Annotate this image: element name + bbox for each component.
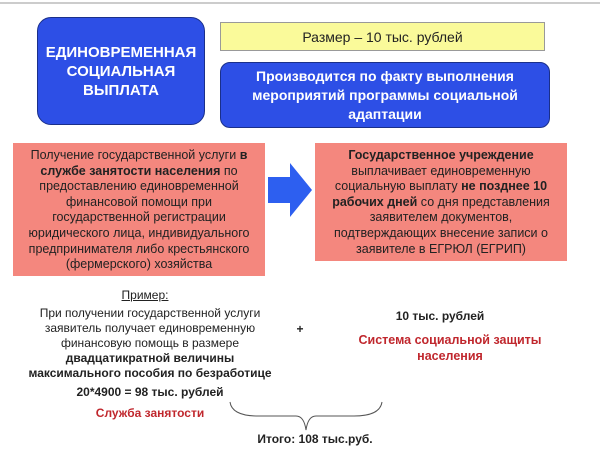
- bold-text: Государственное учреждение: [348, 148, 534, 162]
- second-source: Система социальной защиты населения: [358, 333, 542, 363]
- example-heading: Пример:: [121, 288, 169, 302]
- text: выплачивает единовременную социальную вы…: [334, 163, 531, 194]
- example-calc: 20*4900 = 98 тыс. рублей: [76, 385, 224, 399]
- title-box: ЕДИНОВРЕМЕННАЯ СОЦИАЛЬНАЯ ВЫПЛАТА: [37, 17, 205, 125]
- right-arrow-icon: [268, 163, 312, 217]
- bold-text: в службе занятости населения: [40, 148, 248, 178]
- second-amount: 10 тыс. рублей: [395, 309, 485, 323]
- total: Итого: 108 тыс.руб.: [257, 432, 373, 446]
- plus-sign: +: [296, 322, 304, 336]
- size-box: Размер – 10 тыс. рублей: [220, 22, 545, 51]
- text: При получении государственной услуги зая…: [39, 306, 261, 350]
- size-label: Размер – 10 тыс. рублей: [302, 28, 463, 45]
- bold-text: не позднее 10 рабочих дней: [332, 179, 548, 209]
- bold-text: двадцатикратной величины максимального п…: [28, 351, 272, 380]
- employment-service-box: Получение государственной услуги в служб…: [13, 143, 265, 276]
- text: Получение государственной услуги: [30, 148, 240, 162]
- text: по предоставлению единовременной финансо…: [28, 163, 250, 272]
- curly-brace: [229, 401, 383, 431]
- condition-box: Производится по факту выполнения меропри…: [220, 62, 550, 128]
- state-institution-box: Государственное учреждение выплачивает е…: [315, 143, 567, 261]
- text: со дня представления заявителем документ…: [334, 194, 550, 256]
- top-divider: [0, 2, 600, 4]
- condition: Производится по факту выполнения меропри…: [252, 67, 518, 122]
- example-source: Служба занятости: [95, 406, 205, 420]
- title: ЕДИНОВРЕМЕННАЯ СОЦИАЛЬНАЯ ВЫПЛАТА: [45, 43, 197, 99]
- example-text: При получении государственной услуги зая…: [20, 306, 280, 381]
